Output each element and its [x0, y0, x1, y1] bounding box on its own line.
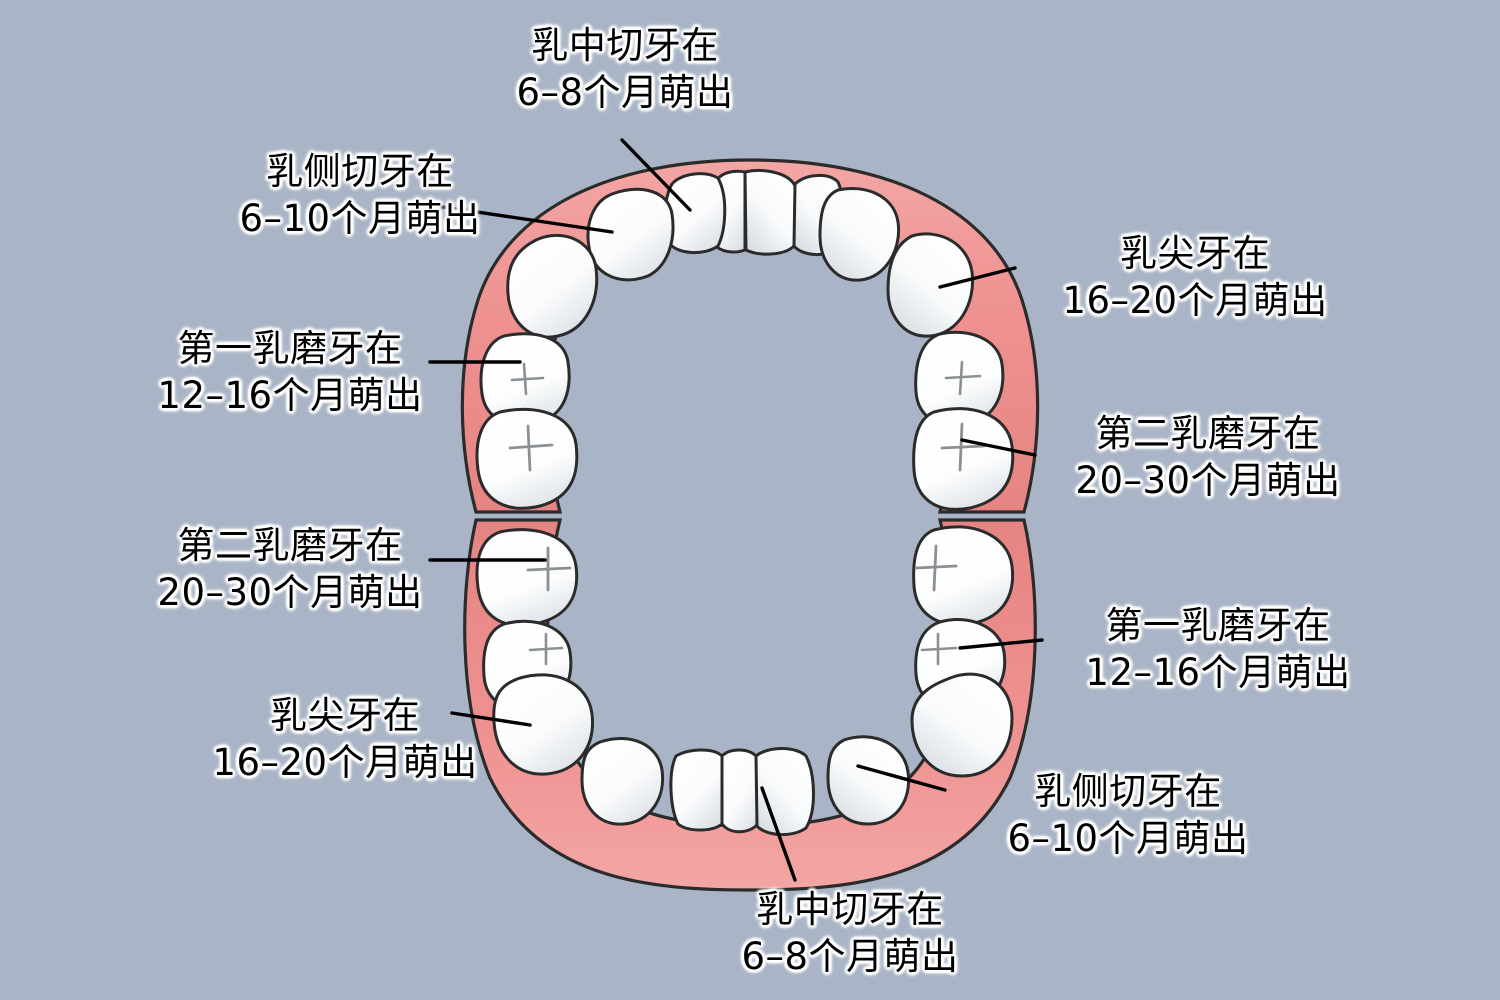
label-time: 12–16个月萌出 [1085, 651, 1351, 695]
label-upper-second-molar-left: 第二乳磨牙在 20–30个月萌出 [135, 522, 445, 617]
tooth-upper-lateral-incisor-left [586, 187, 675, 282]
label-title: 第二乳磨牙在 [1095, 412, 1321, 455]
tooth-lower-canine-right [910, 672, 1014, 778]
molar-fissure-cross-icon [940, 422, 986, 472]
label-title: 乳侧切牙在 [1034, 770, 1222, 813]
tooth-upper-central-incisor-left-2 [663, 172, 727, 254]
upper-teeth-group [475, 169, 1015, 511]
label-time: 12–16个月萌出 [157, 374, 423, 418]
label-lower-central-incisor: 乳中切牙在 6–8个月萌出 [700, 886, 1000, 981]
label-time: 16–20个月萌出 [212, 741, 478, 785]
label-time: 6–8个月萌出 [516, 71, 734, 115]
tooth-lower-second-molar-right [912, 525, 1015, 627]
label-upper-lateral-incisor: 乳侧切牙在 6–10个月萌出 [210, 148, 510, 243]
tooth-upper-canine-left [506, 233, 599, 339]
label-title: 乳中切牙在 [531, 24, 719, 67]
label-time: 6–8个月萌出 [741, 935, 959, 979]
molar-fissure-cross-icon [528, 632, 564, 666]
label-title: 乳尖牙在 [270, 694, 420, 737]
label-upper-first-molar: 第一乳磨牙在 12–16个月萌出 [135, 325, 445, 420]
label-time: 20–30个月萌出 [157, 571, 423, 615]
tooth-lower-lateral-incisor-right [826, 735, 911, 826]
tooth-lower-lateral-incisor-left [580, 737, 665, 826]
tooth-upper-central-incisor-right [743, 169, 802, 256]
tooth-lower-second-molar-left [475, 528, 579, 627]
tooth-lower-central-incisor-left [669, 748, 724, 832]
label-time: 20–30个月萌出 [1075, 459, 1341, 503]
molar-fissure-cross-icon [944, 360, 982, 396]
label-time: 16–20个月萌出 [1062, 279, 1328, 323]
label-title: 第一乳磨牙在 [177, 327, 403, 370]
leader-line-lower-lateral-incisor [856, 764, 947, 792]
lower-teeth-group [475, 525, 1015, 836]
label-time: 6–10个月萌出 [239, 197, 481, 241]
label-title: 乳侧切牙在 [266, 150, 454, 193]
leader-line-upper-central-incisor [620, 138, 692, 212]
leader-line-lower-central-incisor [760, 786, 797, 882]
leader-line-lower-canine [450, 711, 532, 727]
tooth-lower-canine-left [492, 673, 594, 776]
label-lower-canine: 乳尖牙在 16–20个月萌出 [180, 692, 510, 787]
tooth-upper-canine-right [886, 232, 975, 338]
molar-fissure-cross-icon [526, 546, 572, 592]
molar-fissure-cross-icon [920, 632, 958, 666]
label-title: 第二乳磨牙在 [177, 524, 403, 567]
label-upper-central-incisor: 乳中切牙在 6–8个月萌出 [490, 22, 760, 117]
molar-fissure-cross-icon [510, 362, 545, 396]
leader-line-upper-second-molar-right [960, 438, 1037, 457]
leader-line-upper-lateral-incisor [428, 203, 614, 234]
label-upper-canine: 乳尖牙在 16–20个月萌出 [1030, 230, 1360, 325]
tooth-upper-second-molar-right [912, 407, 1015, 511]
leader-line-upper-canine [938, 266, 1017, 289]
leader-lines-group [428, 138, 1044, 882]
label-title: 乳尖牙在 [1120, 232, 1270, 275]
tooth-upper-lateral-incisor-right [818, 187, 901, 282]
label-time: 6–10个月萌出 [1007, 817, 1249, 861]
molar-fissure-cross-icon [508, 424, 554, 472]
tooth-upper-second-molar-left [475, 407, 579, 510]
label-upper-second-molar-right: 第二乳磨牙在 20–30个月萌出 [1048, 410, 1368, 505]
label-title: 第一乳磨牙在 [1105, 604, 1331, 647]
label-lower-first-molar: 第一乳磨牙在 12–16个月萌出 [1058, 602, 1378, 697]
label-title: 乳中切牙在 [756, 888, 944, 931]
molar-fissure-cross-icon [914, 544, 958, 592]
label-lower-lateral-incisor: 乳侧切牙在 6–10个月萌出 [968, 768, 1288, 863]
leader-line-lower-first-molar [958, 638, 1044, 650]
